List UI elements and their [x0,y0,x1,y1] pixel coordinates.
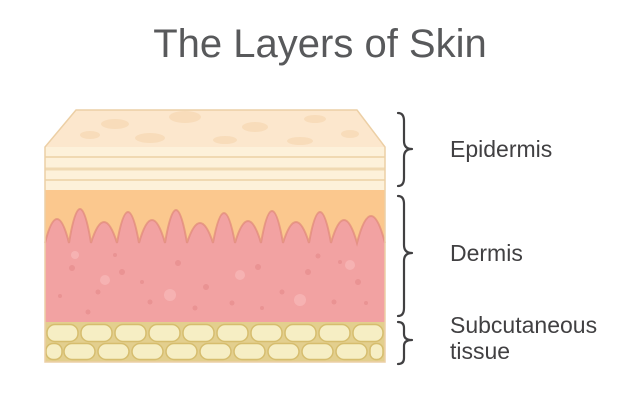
diagram-title: The Layers of Skin [153,22,487,66]
dermis-wavy-edge [44,208,386,247]
dermis-layer [45,209,385,322]
label-epidermis: Epidermis [450,136,552,162]
brace-epidermis [396,111,414,188]
brace-subcutaneous [396,320,414,366]
dermis-dots [58,251,368,315]
skin-block-outline [44,109,386,363]
fat-cells [45,323,384,361]
epidermis-lines [45,156,385,181]
label-subcutaneous-line2: tissue [450,338,510,364]
brace-dermis [396,194,414,318]
top-surface-spots [80,111,359,145]
label-dermis: Dermis [450,240,523,266]
label-subcutaneous-line1: Subcutaneous [450,312,597,338]
